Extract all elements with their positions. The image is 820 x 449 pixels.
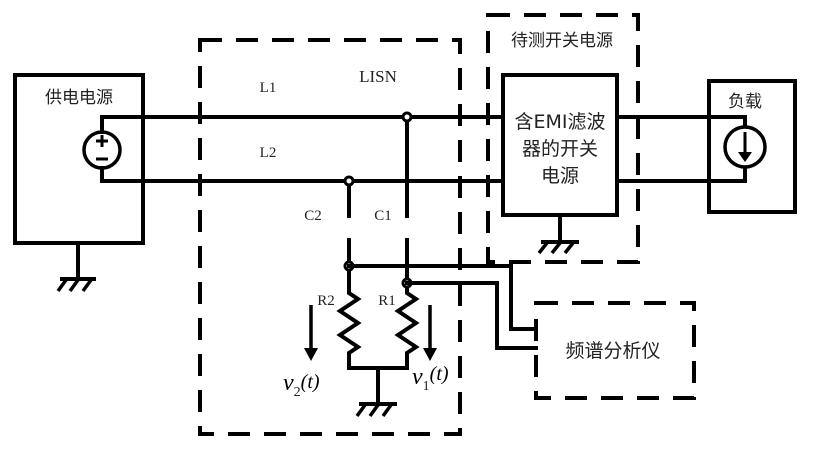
v1-label: v1(t) xyxy=(412,363,449,394)
dut-dashed-box xyxy=(486,13,640,264)
resistor-r1 xyxy=(394,281,420,370)
l1-label: L1 xyxy=(260,80,277,96)
c1-label: C1 xyxy=(374,208,392,224)
power-supply-label: 供电电源 xyxy=(45,88,113,108)
dut-inner-label-line-1: 含EMI滤波 xyxy=(514,111,605,133)
lisn-label: LISN xyxy=(359,67,397,86)
dut-inner-label-line-2: 器的开关 xyxy=(522,138,598,160)
dut-inner-label-line-3: 电源 xyxy=(541,165,579,187)
dut-block: 待测开关电源 含EMI滤波 器的开关 电源 xyxy=(486,13,640,264)
spectrum-analyzer-block: 频谱分析仪 xyxy=(534,301,696,400)
load-box xyxy=(707,79,797,214)
lisn-block: LISN L1 L2 C2 C1 R2 R1 xyxy=(198,38,462,436)
l2-label: L2 xyxy=(260,145,277,161)
lisn-dashed-box xyxy=(198,38,462,436)
c2-label: C2 xyxy=(304,208,322,224)
analyzer-label: 频谱分析仪 xyxy=(565,340,660,362)
resistor-r2 xyxy=(336,264,362,370)
analyzer-wire-v1 xyxy=(405,281,538,350)
r2-label: R2 xyxy=(317,293,335,309)
v2-label: v2(t) xyxy=(283,370,320,400)
load-line-top-wire xyxy=(615,115,747,130)
analyzer-dashed-box xyxy=(534,301,696,400)
load-line-bottom-wire xyxy=(615,166,747,183)
junction-node-l1 xyxy=(401,111,413,123)
v2-arrow-icon xyxy=(304,305,318,361)
v1-arrow-icon xyxy=(423,305,437,361)
r1-label: R1 xyxy=(378,293,396,309)
analyzer-wire-v2 xyxy=(347,264,538,331)
load-block: 负载 xyxy=(707,79,797,214)
load-label: 负载 xyxy=(728,92,762,112)
dut-ground-icon xyxy=(537,213,579,255)
ground-icon xyxy=(56,241,96,293)
junction-node-l2 xyxy=(343,175,355,187)
dut-outer-label: 待测开关电源 xyxy=(511,31,613,51)
power-supply-block: 供电电源 xyxy=(13,73,145,293)
voltage-source-icon xyxy=(82,130,122,170)
current-source-icon xyxy=(723,125,767,169)
lisn-ground-icon xyxy=(355,366,397,418)
dut-inner-box xyxy=(501,73,619,217)
